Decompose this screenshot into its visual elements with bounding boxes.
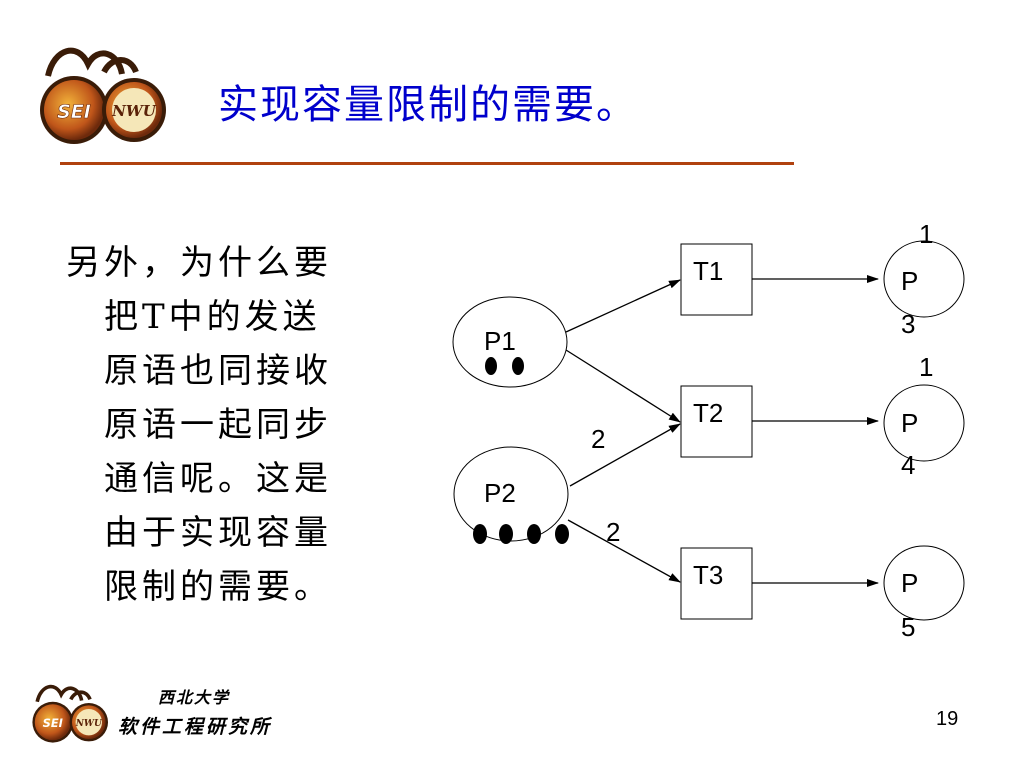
place-p4-label-number: 4	[901, 450, 915, 480]
place-p1	[452, 296, 568, 388]
place-p1-label: P1	[484, 326, 516, 356]
place-p5-label-number: 5	[901, 612, 915, 642]
token	[473, 524, 487, 544]
token	[499, 524, 513, 544]
body-line: 把T中的发送	[104, 297, 321, 337]
footer-logo-sei-text: SEI	[43, 716, 63, 730]
place-p2	[453, 446, 569, 542]
footer-institute: 软件工程研究所	[118, 716, 273, 738]
slide-title: 实现容量限制的需要。	[218, 82, 638, 128]
arc-weight-p2-t3: 2	[606, 517, 620, 547]
footer-university: 西北大学	[158, 688, 231, 707]
arc-p1-t1	[565, 279, 681, 333]
place-p4-capacity: 1	[919, 352, 933, 382]
token	[512, 357, 524, 375]
footer-logo-nwu-text: NWU	[75, 719, 103, 729]
place-p4-label-letter: P	[901, 408, 918, 438]
place-p3-label-letter: P	[901, 266, 918, 296]
body-line: 通信呢。这是	[104, 459, 332, 499]
arc-p1-t2	[565, 349, 681, 423]
arc-p2-t3	[567, 519, 681, 583]
footer-logo: SEI NWU	[32, 684, 108, 743]
place-p3-label-number: 3	[901, 309, 915, 339]
token	[485, 357, 497, 375]
place-p3-capacity: 1	[919, 219, 933, 249]
transition-t2-label: T2	[693, 398, 723, 428]
transition-t1-label: T1	[693, 256, 723, 286]
token	[555, 524, 569, 544]
transition-t3-label: T3	[693, 560, 723, 590]
place-p4	[883, 384, 965, 462]
arc-weight-p2-t2: 2	[591, 424, 605, 454]
body-line: 由于实现容量	[104, 513, 332, 553]
logo-nwu-text: NWU	[111, 102, 157, 120]
logo-sei-text: SEI	[57, 101, 91, 123]
transition-t1	[680, 243, 753, 316]
body-text: 另外，为什么要 把T中的发送 原语也同接收 原语一起同步 通信呢。这是 由于实现…	[66, 236, 396, 614]
place-p2-label: P2	[484, 478, 516, 508]
place-p3	[883, 240, 965, 318]
page-number: 19	[936, 708, 959, 730]
body-line: 原语一起同步	[104, 405, 332, 445]
token	[527, 524, 541, 544]
transition-t2	[680, 385, 753, 458]
body-line: 原语也同接收	[104, 351, 332, 391]
body-line: 另外，为什么要	[66, 243, 332, 283]
place-p5	[883, 545, 965, 621]
title-divider	[60, 162, 794, 165]
place-p5-label-letter: P	[901, 568, 918, 598]
transition-t3	[680, 547, 753, 620]
body-line: 限制的需要。	[104, 567, 332, 607]
footer-institution: 西北大学 软件工程研究所	[118, 684, 272, 739]
arc-p2-t2	[569, 423, 681, 487]
sei-nwu-logo: SEI NWU	[40, 47, 166, 144]
